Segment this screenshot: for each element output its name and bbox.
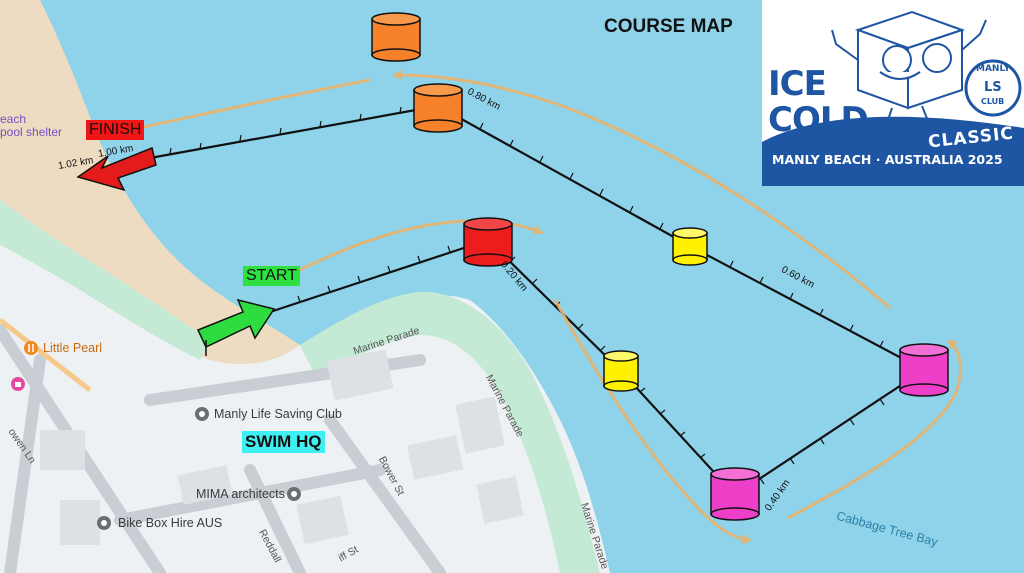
- page-title: COURSE MAP: [604, 16, 733, 37]
- swim-hq-label: SWIM HQ: [242, 431, 325, 453]
- logo-ice: ICE: [768, 64, 827, 104]
- logo-club-bottom: CLUB: [981, 97, 1005, 106]
- buoy-orange-top: [371, 12, 421, 62]
- swim-direction-arrows: [119, 70, 962, 545]
- course-leg-magenta1-to-magenta2: [734, 369, 925, 496]
- poi-bike-box-hire[interactable]: Bike Box Hire AUS: [118, 516, 223, 530]
- logo-banner: [762, 116, 1024, 186]
- shop-icon: [11, 377, 25, 391]
- finish-label: FINISH: [86, 120, 145, 140]
- map-pin-icon: [287, 487, 301, 501]
- logo-club-mid: LS: [984, 80, 1002, 95]
- direction-arrow: [787, 339, 962, 520]
- direction-arrow: [392, 70, 891, 310]
- park-area: [300, 291, 600, 573]
- restaurant-icon: [24, 341, 38, 355]
- buildings: [40, 349, 524, 545]
- event-logo: ICE COLD CLASSIC MANLY LS CLUB MANLY BEA…: [762, 0, 1024, 186]
- buoy-red: [463, 217, 513, 267]
- road-accent: [0, 318, 92, 392]
- course-leg-start: [269, 238, 489, 314]
- buoy-yellow-right: [672, 227, 708, 266]
- ice-cube-mascot-icon: [831, 10, 987, 131]
- direction-arrow: [119, 78, 371, 134]
- buoy-magenta-right: [899, 343, 949, 397]
- start-arrow-icon: [196, 298, 276, 356]
- park-strip: [0, 200, 210, 360]
- streets: [0, 324, 446, 573]
- start-label: START: [243, 266, 300, 286]
- poi-mima-architects[interactable]: MIMA architects: [196, 487, 285, 501]
- finish-arrow-icon: [76, 146, 157, 192]
- logo-banner-text: MANLY BEACH · AUSTRALIA 2025: [772, 152, 1003, 167]
- logo-artwork: [762, 10, 1024, 186]
- course-leg-orange-to-finish: [149, 104, 439, 160]
- buoy-magenta-bottom: [710, 467, 760, 521]
- poi-pool-shelter-line1[interactable]: each: [0, 112, 27, 126]
- course-leg-magenta2-to-yellow: [689, 245, 925, 371]
- map-pin-icon: [195, 407, 209, 421]
- buoy-orange: [413, 83, 463, 133]
- map-pin-icon: [97, 516, 111, 530]
- direction-arrow: [553, 299, 752, 545]
- logo-club-top: MANLY: [976, 64, 1011, 74]
- club-badge-icon: [964, 59, 1022, 117]
- course-leg-yellow-to-orange: [437, 105, 691, 247]
- buoy-yellow-left: [603, 350, 639, 392]
- logo-cold: COLD: [768, 100, 869, 140]
- poi-manly-life-saving-club[interactable]: Manly Life Saving Club: [214, 407, 342, 421]
- poi-little-pearl[interactable]: Little Pearl: [43, 341, 103, 355]
- poi-pool-shelter-line2[interactable]: pool shelter: [0, 125, 63, 139]
